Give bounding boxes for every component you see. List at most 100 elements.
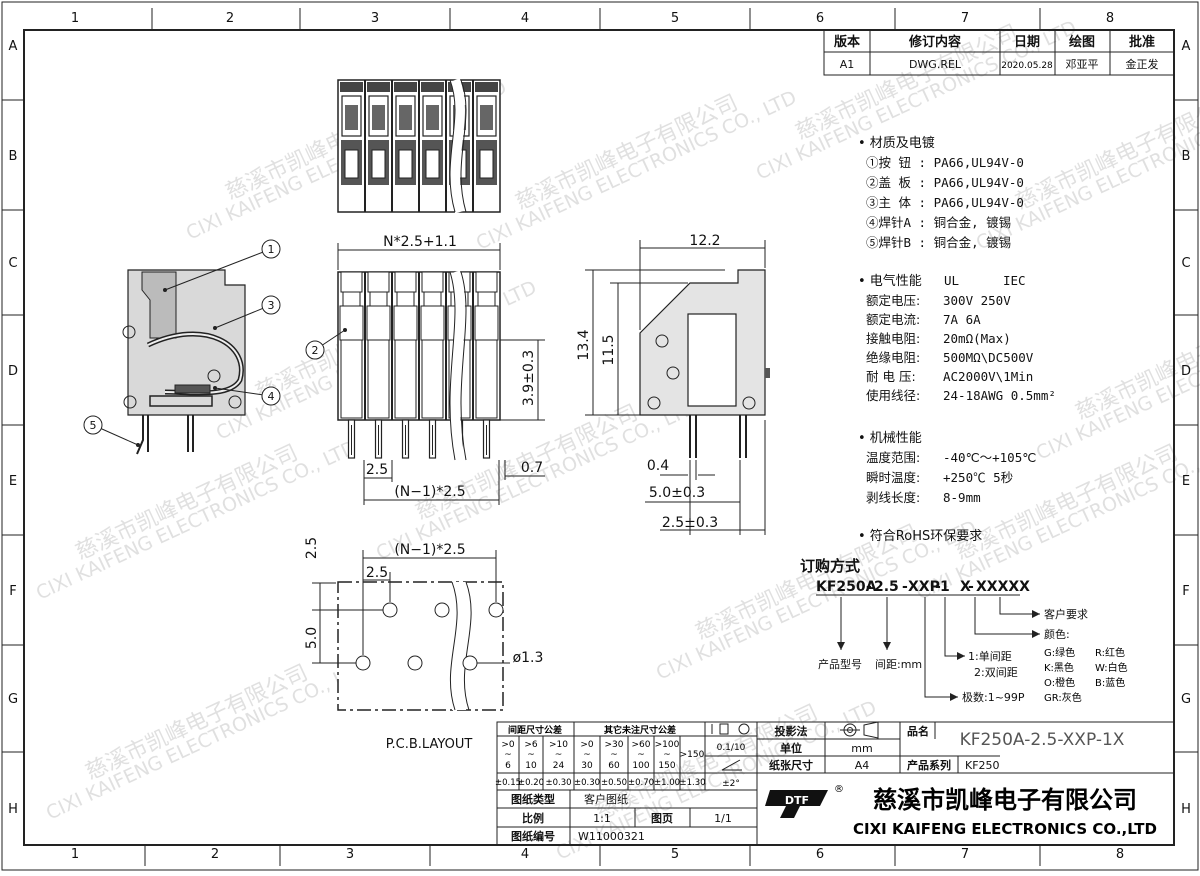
tol-range-from: >6	[524, 740, 538, 750]
paper-value: A4	[855, 759, 870, 772]
spec-elec-iec: IEC	[1003, 273, 1026, 288]
type-value: 客户图纸	[584, 792, 628, 806]
tol-value: ±0.20	[518, 778, 544, 788]
tol-range-to: 30	[581, 761, 593, 771]
order-pitch: 间距:mm	[875, 658, 922, 671]
zone-col-top: 3	[371, 11, 379, 26]
revision-table: 版本 修订内容 日期 绘图 批准 A1 DWG.REL 2020.05.28 邓…	[823, 29, 1175, 76]
svg-text:~: ~	[527, 750, 535, 760]
zone-row-left: H	[8, 802, 18, 817]
svg-text:~: ~	[663, 750, 671, 760]
zone-row-left: E	[9, 474, 17, 489]
spec-material-item: ③主 体 : PA66,UL94V-0	[866, 195, 1024, 210]
order-color-option: O:橙色	[1044, 676, 1075, 689]
dim-pin-height: 3.9±0.3	[521, 350, 537, 406]
rev-header-content: 修订内容	[908, 34, 961, 50]
number-label: 图纸编号	[511, 829, 555, 843]
dim-pcb-span: (N−1)*2.5	[394, 542, 465, 558]
order-color-option: GR:灰色	[1044, 691, 1082, 704]
title-block: 间距尺寸公差其它未注尺寸公差>0~6>6~10>10~24>0~30>30~60…	[495, 721, 1175, 846]
svg-text:~: ~	[583, 750, 591, 760]
zone-row-left: A	[9, 39, 18, 54]
zone-col-bottom: 4	[521, 847, 529, 862]
order-color-option: G:绿色	[1044, 646, 1075, 659]
tol-value: ±0.70	[628, 778, 654, 788]
series-value: KF250	[965, 759, 1000, 772]
name-value: KF250A-2.5-XXP-1X	[960, 730, 1125, 750]
arrow-spacing	[944, 597, 965, 657]
zone-col-top: 5	[671, 11, 679, 26]
tol-range-from: >10	[549, 740, 568, 750]
dim-side-height: 13.4	[576, 329, 592, 360]
zone-row-right: F	[1182, 584, 1189, 599]
zone-col-bottom: 1	[71, 847, 79, 862]
spec-mech-title: • 机械性能	[858, 431, 922, 446]
spec-material-item: ⑤焊针B : 铜合金, 镀锡	[866, 235, 1011, 250]
name-label: 品名	[907, 724, 929, 738]
order-color-option: R:红色	[1095, 646, 1125, 659]
scale-value: 1:1	[593, 812, 611, 825]
order-color-option: W:白色	[1095, 661, 1128, 674]
watermark-cn: 慈溪市凯峰电子有限公司	[512, 90, 742, 215]
spec-mech-value: +250℃ 5秒	[943, 470, 1013, 485]
tol-range-last: >150	[680, 750, 705, 760]
zone-row-left: G	[8, 692, 18, 707]
order-color-option: K:黑色	[1044, 661, 1074, 674]
spec-elec-key: 额定电流:	[866, 312, 920, 327]
callout-label: 5	[90, 419, 97, 432]
unit-value: mm	[851, 742, 872, 755]
order-code-part: -	[902, 579, 908, 595]
order-code-part: 2.5	[874, 579, 899, 595]
zone-col-top: 8	[1106, 11, 1114, 26]
svg-text:~: ~	[504, 750, 512, 760]
company-name-cn: 慈溪市凯峰电子有限公司	[873, 786, 1137, 814]
spec-mech-key: 温度范围:	[866, 450, 920, 465]
number-value: W11000321	[578, 830, 645, 843]
spec-elec-key: 使用线径:	[866, 388, 920, 403]
pcb-layout-view: (N−1)*2.52.52.55.0ø1.3P.C.B.LAYOUT	[304, 537, 543, 752]
tol-header-other: 其它未注尺寸公差	[604, 724, 676, 736]
spec-material-item: ②盖 板 : PA66,UL94V-0	[866, 175, 1024, 190]
zone-col-bottom: 5	[671, 847, 679, 862]
zone-row-right: A	[1182, 39, 1191, 54]
watermark-cn: 慈溪市凯峰电子有限公司	[82, 660, 312, 785]
spec-elec-value: 20mΩ(Max)	[943, 331, 1011, 346]
watermark-cn: 慈溪市凯峰电子有限公司	[792, 20, 1022, 145]
spec-material-title: • 材质及电镀	[858, 135, 935, 151]
dim-side-pin-pitch: 5.0±0.3	[649, 485, 705, 501]
rev-version: A1	[840, 58, 855, 71]
order-code-part: 1	[940, 579, 950, 595]
tol-header-spacing: 间距尺寸公差	[508, 724, 562, 736]
tol-range-from: >0	[501, 740, 515, 750]
order-code-part: XXP	[908, 579, 940, 595]
tol-value: ±0.30	[545, 778, 571, 788]
svg-text:~: ~	[637, 750, 645, 760]
order-code-part: -	[968, 579, 974, 595]
zone-row-left: C	[8, 256, 17, 271]
watermark-cn: 慈溪市凯峰电子有限公司	[72, 440, 302, 565]
spec-elec-ul: UL	[944, 273, 959, 288]
spec-elec-value: 500MΩ\DC500V	[943, 350, 1034, 365]
zone-col-top: 7	[961, 11, 969, 26]
scale-label: 比例	[522, 811, 544, 825]
zone-row-right: G	[1181, 692, 1191, 707]
tol-linear: 0.1/10	[717, 743, 746, 753]
spec-mech-key: 剥线长度:	[866, 490, 920, 505]
zone-col-top: 2	[226, 11, 234, 26]
order-code-part: KF250A	[816, 579, 877, 595]
pcb-layout-label: P.C.B.LAYOUT	[386, 737, 473, 752]
dim-pcb-hole: ø1.3	[513, 650, 544, 666]
arrow-poles	[924, 597, 958, 698]
zone-row-left: B	[9, 149, 18, 164]
series-label: 产品系列	[907, 758, 951, 772]
zone-col-top: 6	[816, 11, 824, 26]
spec-mech-value: -40℃～+105℃	[943, 450, 1036, 465]
tol-value: ±0.30	[574, 778, 600, 788]
spec-elec-value: 24-18AWG 0.5mm²	[943, 388, 1056, 403]
tol-range-from: >0	[580, 740, 594, 750]
spec-elec-key: 绝缘电阻:	[866, 350, 920, 365]
